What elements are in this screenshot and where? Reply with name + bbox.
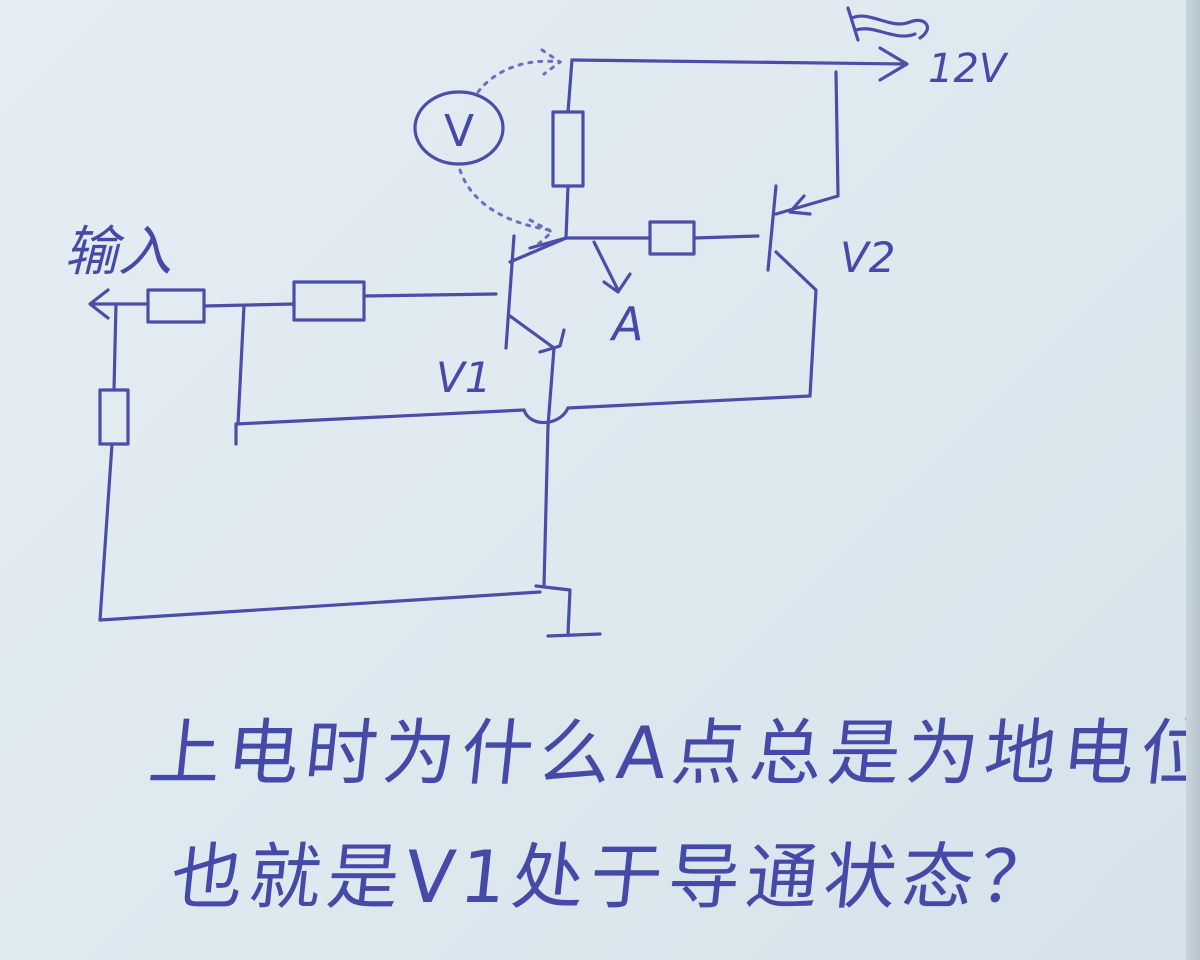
input-label: 输入 — [64, 220, 172, 283]
pulldown-wire — [98, 442, 542, 622]
input-arrow — [88, 288, 110, 320]
node-a-label: A — [609, 297, 643, 351]
voltmeter-probe-top-arrow — [540, 48, 563, 76]
feedback-wire-right — [566, 394, 812, 410]
v1-emitter-arrow — [538, 328, 566, 354]
voltmeter-probe-bottom — [458, 168, 552, 232]
collector-resistor — [551, 110, 585, 188]
base-resistor-v2 — [648, 220, 696, 256]
v2-emitter-arrow — [788, 194, 812, 216]
transistor-2-label: V2 — [840, 233, 895, 282]
collector-resistor-lead-top — [566, 58, 574, 114]
feedback-junction — [236, 304, 246, 426]
question-line-1: 上电时为什么A点总是为地电位 — [144, 711, 1200, 795]
v2-collector — [774, 250, 818, 398]
v1-base-bar — [504, 234, 516, 350]
voltmeter-circle — [413, 90, 505, 166]
v2-base-wire — [692, 234, 760, 240]
voltmeter-label: V — [444, 106, 474, 157]
question-line-2: 也就是V1处于导通状态？ — [166, 835, 1063, 919]
ground-wire — [542, 424, 550, 588]
collector-resistor-lead-bottom — [564, 184, 570, 240]
supply-label: 12V — [928, 46, 1009, 92]
supply-rail — [570, 58, 907, 66]
paper-edge — [1186, 0, 1200, 960]
base-resistor-link — [202, 302, 296, 308]
feedback-crossover — [522, 406, 570, 425]
base-resistor-v1 — [292, 280, 366, 322]
voltmeter-probe-top — [476, 59, 562, 94]
pulldown-resistor — [98, 388, 130, 446]
ground-symbol — [534, 584, 602, 638]
feedback-wire-left — [234, 408, 526, 446]
v2-base-bar — [766, 184, 778, 272]
v1-collector — [508, 236, 568, 264]
node-a-arrow — [592, 240, 632, 294]
scribbled-out-mark — [846, 6, 929, 42]
supply-arrow — [878, 46, 909, 82]
pulldown-resistor-lead-top — [112, 302, 118, 392]
transistor-1-label: V1 — [436, 353, 491, 402]
voltmeter-probe-bottom-arrow — [528, 218, 555, 248]
input-resistor — [146, 288, 206, 324]
v1-base-wire — [362, 292, 498, 298]
v2-emitter — [774, 70, 840, 216]
